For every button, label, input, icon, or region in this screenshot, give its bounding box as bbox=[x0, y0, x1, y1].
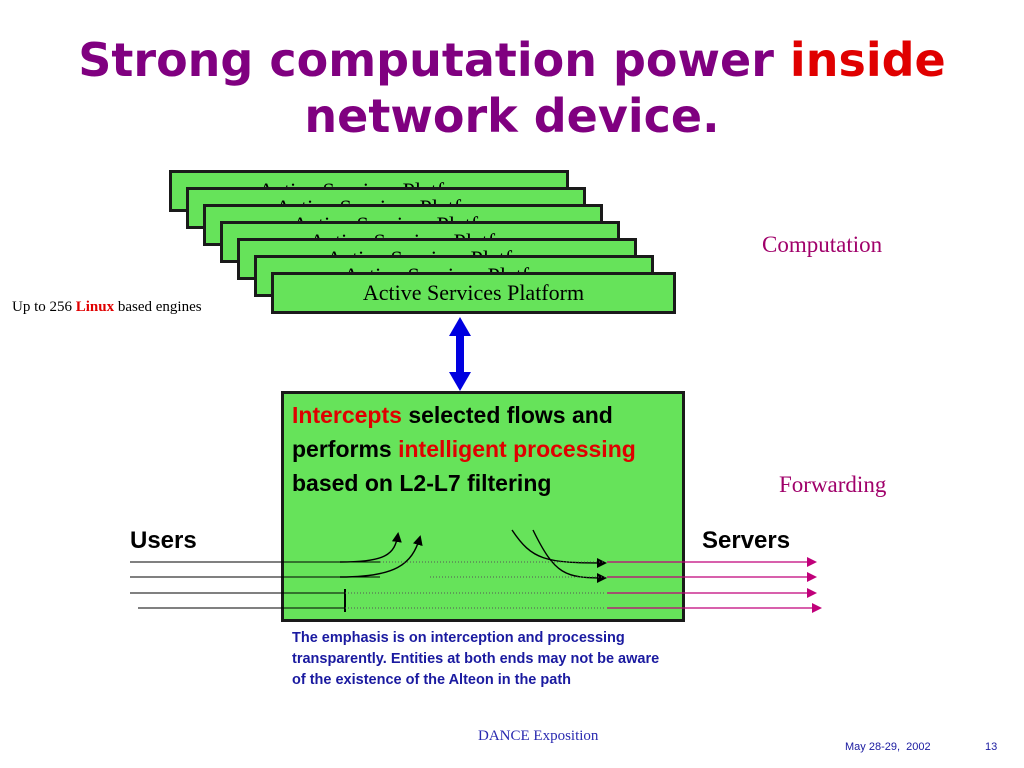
engines-note: Up to 256 Linux based engines bbox=[12, 299, 202, 315]
servers-label: Servers bbox=[702, 527, 791, 554]
user-flow-lines bbox=[130, 561, 380, 609]
slide-title: Strong computation power inside network … bbox=[0, 32, 1024, 144]
bidirectional-arrow bbox=[449, 317, 471, 391]
forwarding-label: Forwarding bbox=[779, 472, 887, 497]
title-line2: network device. bbox=[304, 89, 720, 143]
footer-event: DANCE Exposition bbox=[478, 728, 599, 744]
forwarding-box bbox=[281, 391, 685, 622]
users-label: Users bbox=[130, 527, 197, 554]
pass-through-lines bbox=[345, 561, 605, 609]
intercepts-word: Intercepts bbox=[292, 402, 402, 428]
title-accent: inside bbox=[789, 33, 946, 87]
server-flow-arrows bbox=[607, 557, 822, 613]
linux-label: Linux bbox=[75, 299, 115, 315]
footer-date: May 28-29, 2002 bbox=[845, 741, 931, 753]
title-main: Strong computation power bbox=[78, 33, 790, 87]
computation-label: Computation bbox=[762, 232, 883, 257]
emphasis-note: The emphasis is on interception and proc… bbox=[292, 630, 660, 688]
intercept-curves bbox=[339, 529, 607, 612]
intelligent-processing-words: intelligent processing bbox=[398, 436, 636, 462]
platform-box-front: Active Services Platform bbox=[271, 272, 676, 314]
page-number: 13 bbox=[985, 741, 998, 753]
forwarding-description: Intercepts selected flows and performs i… bbox=[292, 402, 636, 496]
